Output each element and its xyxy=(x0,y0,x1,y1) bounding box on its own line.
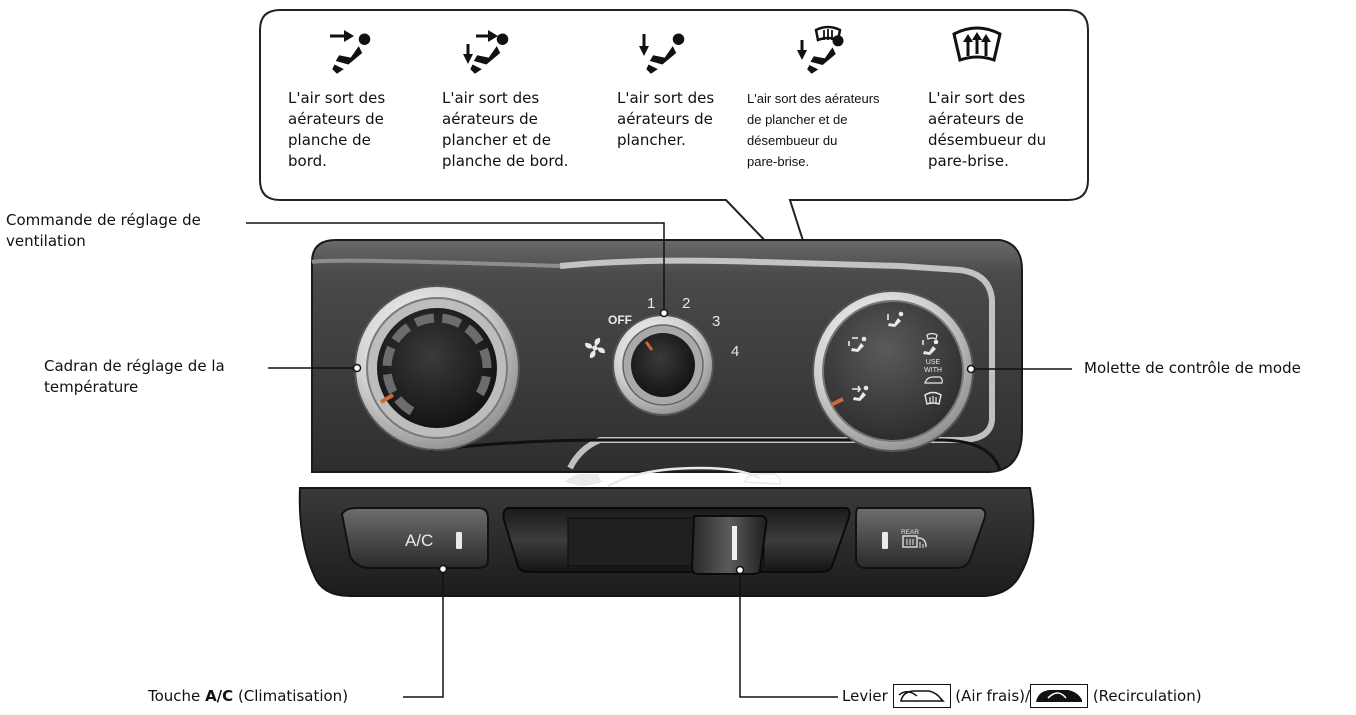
mode-dial-label: Molette de contrôle de mode xyxy=(1084,359,1301,377)
temperature-scale xyxy=(382,313,492,423)
dial-floor-dashboard-icon xyxy=(848,336,867,352)
mode-1-description: L'air sort des aérateurs de planche de b… xyxy=(288,89,386,170)
temperature-dial[interactable] xyxy=(354,285,520,451)
lever-callout-prefix: Levier xyxy=(842,686,893,705)
fan-control-label: Commande de réglage de ventilation xyxy=(6,211,201,250)
windshield-defrost-icon xyxy=(952,26,1002,62)
dial-fresh-air-small-icon xyxy=(924,376,943,384)
rear-defrost-icon xyxy=(902,535,927,548)
ac-button[interactable]: A/C xyxy=(340,507,489,569)
dashboard-vents-icon xyxy=(330,30,371,74)
lever-marker xyxy=(732,526,737,560)
ac-callout-suffix: (Climatisation) xyxy=(233,687,349,705)
dial-defrost-icon xyxy=(924,391,942,405)
fan-off-label: OFF xyxy=(608,313,632,327)
mode-2-description: L'air sort des aérateurs de plancher et … xyxy=(442,89,569,170)
mode-5-description: L'air sort des aérateurs de désembueur d… xyxy=(928,89,1047,170)
fan-speed-4-label: 4 xyxy=(731,343,739,360)
mode-4-description: L'air sort des aérateurs de plancher et … xyxy=(747,91,880,169)
lever-callout-recirc: (Recirculation) xyxy=(1088,686,1202,705)
ac-button-callout: Touche A/C (Climatisation) xyxy=(148,686,348,707)
fan-speed-2-label: 2 xyxy=(682,295,690,312)
ac-button-label: A/C xyxy=(405,531,433,550)
rear-defrost-indicator-light xyxy=(882,532,888,549)
dial-dashboard-icon xyxy=(852,385,869,401)
fresh-air-icon xyxy=(892,684,951,708)
rear-label: REAR xyxy=(901,529,919,536)
air-intake-lever[interactable] xyxy=(690,515,768,575)
temperature-dial-label: Cadran de réglage de la température xyxy=(44,357,225,396)
air-intake-slider-track xyxy=(502,507,851,573)
dial-floor-defrost-icon xyxy=(922,332,939,355)
floor-defrost-vents-icon xyxy=(797,25,844,74)
fan-speed-3-label: 3 xyxy=(712,313,720,330)
fan-icon xyxy=(585,338,605,358)
ac-callout-prefix: Touche xyxy=(148,687,206,705)
floor-dashboard-vents-icon xyxy=(463,30,509,74)
dial-floor-icon xyxy=(887,311,904,327)
floor-vents-icon xyxy=(639,33,685,74)
fan-speed-knob[interactable] xyxy=(612,314,714,416)
recirculation-icon xyxy=(1030,684,1089,708)
ac-callout-bold: A/C xyxy=(205,687,234,705)
leader-dots xyxy=(352,308,976,575)
rear-defrost-button[interactable]: REAR xyxy=(855,507,987,569)
recirculation-indicator xyxy=(565,466,782,488)
lever-callout-fresh: (Air frais)/ xyxy=(950,686,1031,705)
fan-speed-1-label: 1 xyxy=(647,295,655,312)
mode-3-description: L'air sort des aérateurs de plancher. xyxy=(617,89,715,149)
ac-indicator-light xyxy=(456,532,462,549)
lever-callout: Levier (Air frais)/ (Recirculation) xyxy=(842,684,1202,708)
